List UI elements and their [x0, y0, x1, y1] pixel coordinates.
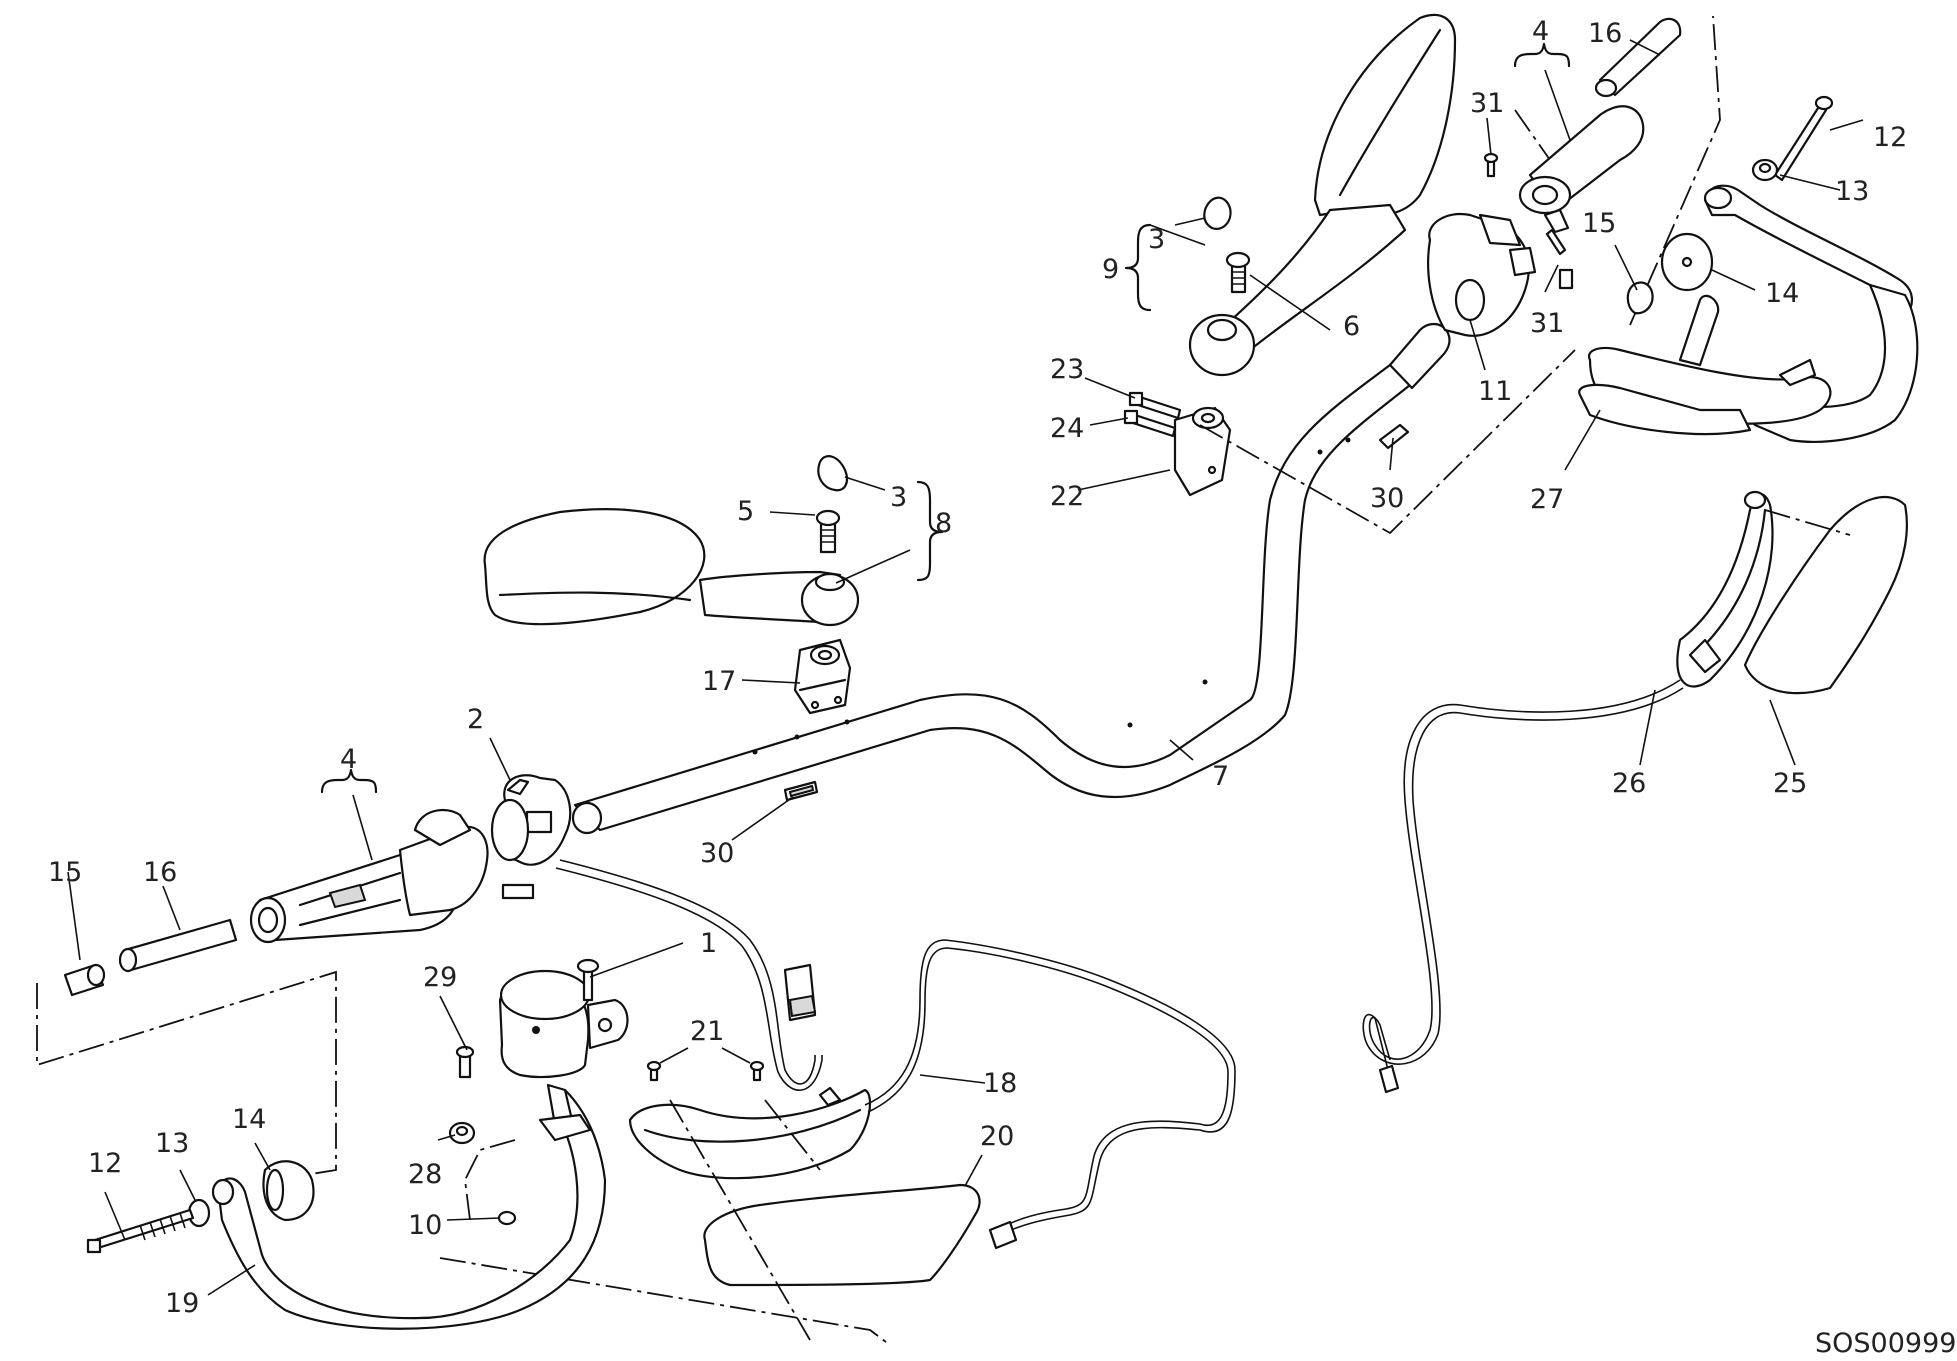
- callout-10: 10: [408, 1210, 442, 1241]
- screw-23: [1128, 391, 1182, 420]
- callout-3-right: 3: [1148, 224, 1165, 255]
- left-bar-end-rod: [118, 918, 238, 973]
- left-indicator-screw-1: [646, 1060, 662, 1082]
- callout-9: 9: [1102, 254, 1119, 285]
- right-hand-guard-frame: [1703, 184, 1919, 443]
- callout-31-lower: 31: [1530, 308, 1564, 339]
- left-guard-grommet: [262, 1160, 315, 1222]
- screw-31-upper: [1483, 152, 1499, 178]
- callout-2: 2: [467, 704, 484, 735]
- callout-14-right: 14: [1765, 278, 1799, 309]
- right-indicator-housing: [1676, 490, 1774, 688]
- callout-numbers: 1 2 4 15 16 29 28 10 12 13 14 19 21 18 2…: [48, 16, 1907, 1319]
- callout-21: 21: [690, 1016, 724, 1047]
- clip-30-left: [783, 780, 819, 802]
- left-grip: [249, 808, 535, 944]
- left-hand-guard-frame: [211, 1083, 607, 1330]
- callout-5: 5: [737, 496, 754, 527]
- callout-22: 22: [1050, 481, 1084, 512]
- screw-24: [1123, 409, 1177, 438]
- callout-13-left: 13: [155, 1128, 189, 1159]
- left-mirror: [483, 508, 860, 627]
- nut-28: [448, 1121, 476, 1145]
- right-mirror-clamp: [1173, 406, 1232, 497]
- right-guard-grommet: [1660, 232, 1714, 292]
- callout-16-left: 16: [143, 857, 177, 888]
- right-mirror: [1188, 13, 1457, 377]
- callout-30-left: 30: [700, 838, 734, 869]
- left-indicator-screw-2: [749, 1060, 765, 1082]
- right-grip: [1518, 105, 1645, 290]
- callout-8: 8: [935, 508, 952, 539]
- callout-11: 11: [1478, 376, 1512, 407]
- left-mirror-clamp: [793, 638, 852, 715]
- callout-27: 27: [1530, 484, 1564, 515]
- callout-30-right: 30: [1370, 483, 1404, 514]
- right-mirror-cap: [1203, 196, 1232, 230]
- callout-31-upper: 31: [1470, 88, 1504, 119]
- right-bar-end-rod: [1594, 17, 1682, 98]
- callout-17: 17: [702, 666, 736, 697]
- handlebar-part-7: [571, 322, 1451, 835]
- callout-20: 20: [980, 1121, 1014, 1152]
- right-mirror-bolt: [1225, 251, 1251, 294]
- left-indicator-lens-cover: [703, 1183, 981, 1287]
- callout-12-left: 12: [88, 1148, 122, 1179]
- callout-15-left: 15: [48, 857, 82, 888]
- callout-14-left: 14: [232, 1104, 266, 1135]
- callout-1: 1: [700, 928, 717, 959]
- right-bar-end-weight: [1626, 281, 1654, 315]
- callout-29: 29: [423, 962, 457, 993]
- left-indicator-housing: [628, 1086, 872, 1180]
- callout-26: 26: [1612, 768, 1646, 799]
- screw-10: [497, 1210, 517, 1226]
- right-indicator-lens-cover: [1743, 496, 1908, 695]
- right-switch-part-11: [1427, 212, 1537, 337]
- left-mirror-bolt: [815, 509, 841, 554]
- brake-reservoir: [498, 958, 629, 1079]
- callout-19: 19: [165, 1288, 199, 1319]
- right-guard-bolt: [1773, 95, 1834, 182]
- callout-15-right: 15: [1582, 208, 1616, 239]
- callout-3-left: 3: [890, 482, 907, 513]
- switch-connector: [783, 963, 817, 1022]
- callout-4-left: 4: [340, 744, 357, 775]
- right-guard-spacer: [1751, 158, 1779, 182]
- screw-31-lower: [1545, 228, 1567, 256]
- clip-30-right: [1378, 423, 1410, 450]
- leader-lines: [67, 39, 1864, 1296]
- callout-12-right: 12: [1873, 122, 1907, 153]
- left-guard-bolt: [86, 1208, 195, 1254]
- screw-29: [455, 1045, 475, 1079]
- callout-13-right: 13: [1835, 176, 1869, 207]
- callout-18: 18: [983, 1068, 1017, 1099]
- lever-guard-27: [1578, 294, 1832, 436]
- callout-23: 23: [1050, 354, 1084, 385]
- left-mirror-cap: [817, 455, 849, 492]
- callout-28: 28: [408, 1159, 442, 1190]
- callout-16-right: 16: [1588, 18, 1622, 49]
- diagram-code: SOS00999: [1815, 1328, 1956, 1359]
- callout-7: 7: [1212, 761, 1229, 792]
- left-switch-part-2: [490, 774, 572, 866]
- left-bar-end-weight: [63, 963, 106, 997]
- callout-25: 25: [1773, 768, 1807, 799]
- callout-4-right: 4: [1532, 16, 1549, 47]
- callout-24: 24: [1050, 413, 1084, 444]
- callout-6: 6: [1343, 311, 1360, 342]
